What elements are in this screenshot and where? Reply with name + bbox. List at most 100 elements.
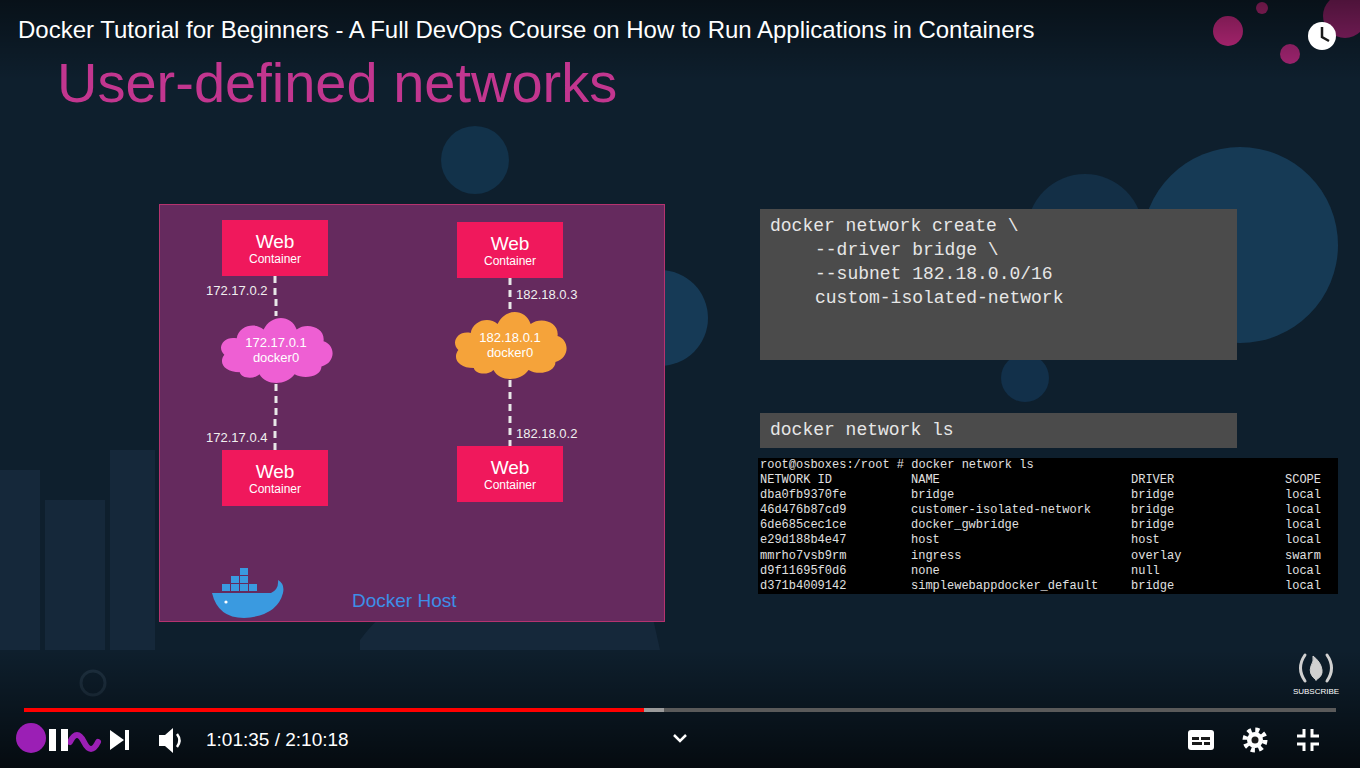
- table-cell: e29d188b4e47: [760, 533, 911, 548]
- chevron-icon: [674, 735, 686, 741]
- whale-crate: [240, 576, 248, 583]
- command-line: docker network create \: [760, 214, 1237, 238]
- whale-crate: [240, 584, 248, 591]
- command-line: docker network ls: [760, 418, 1237, 442]
- settings-teeth: [1245, 730, 1265, 750]
- ip-address-label: 182.18.0.3: [516, 287, 577, 302]
- ip-label-holder: 172.17.0.4: [206, 430, 267, 445]
- region-label: Docker Host: [352, 590, 457, 612]
- volume-wave: [177, 734, 180, 747]
- whale-crate: [231, 576, 239, 583]
- label-holder: SUBSCRIBE: [1293, 687, 1339, 696]
- table-cell: simplewebappdocker_default: [911, 579, 1131, 594]
- command-box: docker network create \--driver bridge \…: [760, 209, 1237, 360]
- table-cell: mmrho7vsb9rm: [760, 549, 911, 564]
- whale-crate: [222, 584, 230, 591]
- subtitles-line: [1204, 742, 1210, 745]
- next-icon-bar: [125, 730, 129, 750]
- corner: [1312, 744, 1319, 751]
- fcc-logo: [1301, 655, 1332, 681]
- table-header: NETWORK ID: [760, 473, 911, 488]
- container-title: Web: [256, 461, 295, 482]
- table-cell: bridge: [1131, 503, 1285, 518]
- terminal-output: root@osboxes:/root # docker network lsNE…: [758, 458, 1338, 594]
- whale-crate: [240, 568, 248, 575]
- progress-bar: [24, 708, 1336, 712]
- dashed-link: [509, 278, 512, 310]
- pause-bar: [61, 729, 68, 751]
- bridge-cloud: 172.17.0.1docker0: [214, 316, 338, 384]
- player-controls: [16, 723, 1319, 753]
- logo-paren: [1327, 655, 1332, 681]
- skyline-block: [45, 500, 105, 650]
- table-cell: bridge: [911, 488, 1131, 503]
- table-header: DRIVER: [1131, 473, 1285, 488]
- table-cell: local: [1285, 533, 1338, 548]
- settings-hole: [1252, 737, 1259, 744]
- skyline-block: [110, 450, 155, 650]
- table-cell: customer-isolated-network: [911, 503, 1131, 518]
- bottom-shade: [0, 650, 1360, 768]
- next-icon: [110, 730, 124, 750]
- label-holder: 1:01:35 / 2:10:18: [206, 729, 349, 751]
- logo-flame: [1310, 656, 1322, 680]
- progress-buffer: [644, 708, 664, 712]
- table-cell: bridge: [1131, 488, 1285, 503]
- bridge-name: docker0: [253, 350, 299, 365]
- container-subtitle: Container: [484, 254, 536, 268]
- subscribe-caption: SUBSCRIBE: [1293, 687, 1339, 696]
- subtitles-icon: [1188, 730, 1214, 750]
- playback-time: 1:01:35 / 2:10:18: [206, 729, 349, 751]
- whale-crate: [249, 584, 257, 591]
- table-cell: 46d476b87cd9: [760, 503, 911, 518]
- decor-circle: [441, 126, 509, 194]
- label-holder: Docker Tutorial for Beginners - A Full D…: [18, 16, 1034, 44]
- corner: [1297, 729, 1304, 736]
- table-cell: overlay: [1131, 549, 1285, 564]
- slide-title: User-defined networks: [57, 50, 617, 115]
- table-cell: 6de685cec1ce: [760, 518, 911, 533]
- whale-body: [212, 580, 283, 618]
- progress-track: [24, 708, 1336, 712]
- web-container-box: WebContainer: [222, 220, 328, 276]
- container-subtitle: Container: [484, 478, 536, 492]
- container-title: Web: [491, 233, 530, 254]
- container-title: Web: [491, 457, 530, 478]
- table-cell: ingress: [911, 549, 1131, 564]
- table-cell: host: [1131, 533, 1285, 548]
- table-cell: local: [1285, 488, 1338, 503]
- docker-whale-icon: [212, 568, 283, 618]
- command-box: docker network ls: [760, 413, 1237, 448]
- dashed-link: [275, 276, 276, 316]
- cursor-trail: [70, 735, 98, 749]
- table-cell: d9f11695f0d6: [760, 564, 911, 579]
- corner: [1297, 744, 1304, 751]
- table-cell: docker_gwbridge: [911, 518, 1131, 533]
- table-header: NAME: [911, 473, 1131, 488]
- table-header: SCOPE: [1285, 473, 1338, 488]
- clock-face: [1308, 22, 1336, 50]
- clock-icon: [1308, 22, 1336, 50]
- container-title: Web: [256, 231, 295, 252]
- cursor-blob: [16, 723, 46, 753]
- ip-address-label: 172.17.0.2: [206, 283, 267, 298]
- table-cell: local: [1285, 503, 1338, 518]
- ip-address: 172.17.0.1: [245, 335, 306, 350]
- ip-label-holder: 182.18.0.2: [516, 426, 577, 441]
- cloud-outline: [455, 312, 567, 379]
- command-line: --subnet 182.18.0.0/16: [760, 262, 1237, 286]
- whale-crate: [231, 584, 239, 591]
- table-cell: local: [1285, 564, 1338, 579]
- subtitles-line: [1192, 737, 1199, 740]
- table-cell: local: [1285, 579, 1338, 594]
- clock-hands: [1322, 27, 1329, 41]
- progress-played: [24, 708, 644, 712]
- container-subtitle: Container: [249, 252, 301, 266]
- command-line: --driver bridge \: [760, 238, 1237, 262]
- table-cell: swarm: [1285, 549, 1338, 564]
- bridge-name: docker0: [487, 345, 533, 360]
- shell-prompt: root@osboxes:/root # docker network ls: [760, 458, 1338, 473]
- table-cell: null: [1131, 564, 1285, 579]
- logo-paren: [1301, 655, 1306, 681]
